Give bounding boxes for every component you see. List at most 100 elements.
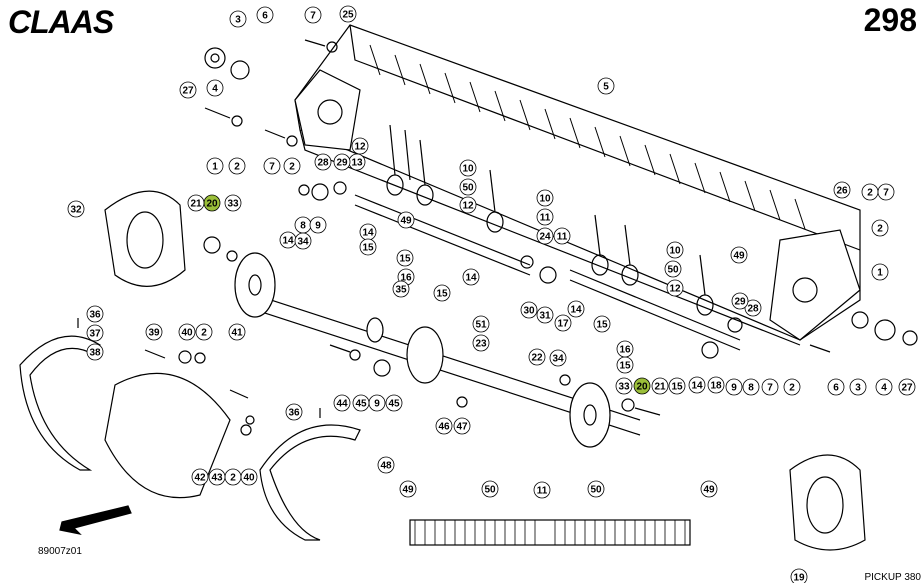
- callout-number: 37: [89, 329, 101, 340]
- callout-49: 49: [399, 480, 417, 498]
- right-side-plate: [769, 229, 861, 341]
- callout-circle: [314, 153, 332, 171]
- callout-29: 29: [731, 292, 749, 310]
- callout-number: 50: [667, 265, 679, 276]
- callout-5: 5: [597, 77, 615, 95]
- callout-number: 30: [523, 306, 535, 317]
- callout-10: 10: [459, 159, 477, 177]
- callout-12: 12: [351, 137, 369, 155]
- callout-circle: [263, 157, 281, 175]
- callout-circle: [256, 6, 274, 24]
- right-end-disc: [569, 382, 611, 448]
- callout-10: 10: [536, 189, 554, 207]
- callout-number: 2: [234, 162, 240, 173]
- callout-19: 19: [790, 568, 808, 583]
- callout-14: 14: [359, 223, 377, 241]
- callout-15: 15: [359, 238, 377, 256]
- callout-number: 15: [596, 320, 608, 331]
- callout-24: 24: [536, 227, 554, 245]
- callout-14: 14: [462, 268, 480, 286]
- callout-45: 45: [385, 394, 403, 412]
- callout-number: 9: [731, 383, 737, 394]
- callout-number: 28: [317, 158, 329, 169]
- callout-28: 28: [744, 299, 762, 317]
- callout-9: 9: [368, 394, 386, 412]
- callout-number: 31: [539, 311, 551, 322]
- callout-number: 50: [590, 485, 602, 496]
- callout-number: 34: [552, 354, 564, 365]
- callout-circle: [187, 194, 205, 212]
- callout-number: 11: [537, 486, 548, 497]
- callout-47: 47: [453, 417, 471, 435]
- callout-29: 29: [333, 153, 351, 171]
- callout-number: 10: [539, 194, 551, 205]
- callout-number: 14: [570, 305, 582, 316]
- callout-11: 11: [533, 481, 551, 499]
- callout-number: 11: [540, 213, 551, 224]
- callout-circle: [481, 480, 499, 498]
- callout-2: 2: [783, 378, 801, 396]
- diagram-drawing: [19, 24, 918, 551]
- callout-44: 44: [333, 394, 351, 412]
- callout-number: 6: [262, 11, 268, 22]
- callout-49: 49: [700, 480, 718, 498]
- callout-34: 34: [549, 349, 567, 367]
- callout-circle: [459, 178, 477, 196]
- callout-39: 39: [145, 323, 163, 341]
- callout-number: 36: [89, 310, 101, 321]
- callout-13: 13: [348, 153, 366, 171]
- callout-number: 40: [243, 473, 255, 484]
- callout-circle: [593, 315, 611, 333]
- callout-3: 3: [849, 378, 867, 396]
- callout-number: 14: [282, 236, 294, 247]
- callout-circle: [707, 376, 725, 394]
- callout-9: 9: [725, 378, 743, 396]
- left-bearing-housing: [104, 190, 186, 287]
- callout-49: 49: [730, 246, 748, 264]
- callout-number: 19: [793, 573, 805, 583]
- callout-number: 46: [438, 422, 450, 433]
- callout-circle: [731, 292, 749, 310]
- callout-circle: [208, 468, 226, 486]
- callout-number: 3: [855, 383, 861, 394]
- callout-number: 49: [733, 251, 745, 262]
- page-number: 298: [863, 2, 917, 38]
- callout-number: 15: [619, 361, 631, 372]
- callout-27: 27: [179, 81, 197, 99]
- side-band: [104, 372, 231, 499]
- callout-circle: [333, 394, 351, 412]
- callout-number: 2: [230, 473, 236, 484]
- callout-circle: [206, 79, 224, 97]
- callout-number: 7: [883, 188, 889, 199]
- callout-circle: [86, 324, 104, 342]
- callout-circle: [206, 157, 224, 175]
- callout-circle: [145, 323, 163, 341]
- callout-number: 15: [671, 382, 683, 393]
- callout-number: 32: [70, 205, 82, 216]
- callout-circle: [553, 227, 571, 245]
- callout-number: 20: [206, 199, 218, 210]
- callout-circle: [377, 456, 395, 474]
- tine-bars: [354, 194, 741, 351]
- callout-51: 51: [472, 315, 490, 333]
- callout-circle: [294, 232, 312, 250]
- callout-circle: [67, 200, 85, 218]
- callout-2: 2: [861, 183, 879, 201]
- callout-7: 7: [877, 183, 895, 201]
- callout-circle: [392, 280, 410, 298]
- callout-20: 20: [203, 194, 221, 212]
- callout-14: 14: [688, 376, 706, 394]
- hardware: [77, 39, 918, 436]
- callout-11: 11: [553, 227, 571, 245]
- callout-number: 36: [288, 408, 300, 419]
- callout-circle: [459, 196, 477, 214]
- callout-circle: [790, 568, 808, 583]
- callout-circle: [309, 216, 327, 234]
- callout-32: 32: [67, 200, 85, 218]
- callout-35: 35: [392, 280, 410, 298]
- callout-circle: [742, 378, 760, 396]
- callout-number: 10: [462, 164, 474, 175]
- callout-circle: [668, 377, 686, 395]
- callout-1: 1: [871, 263, 889, 281]
- callout-circle: [533, 481, 551, 499]
